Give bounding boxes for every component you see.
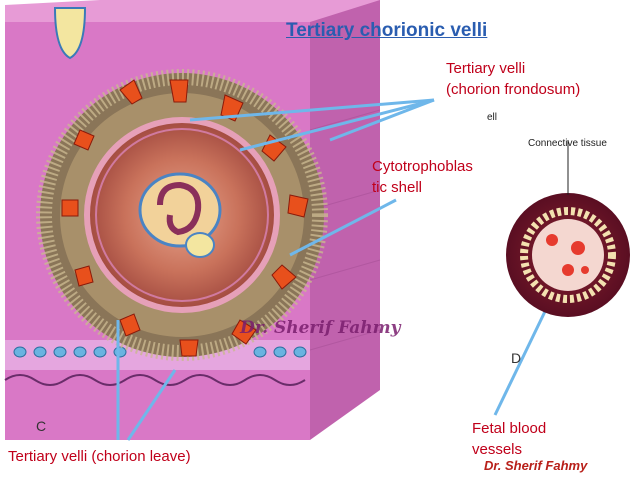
trophoblast-layer xyxy=(520,207,616,303)
villi-tree xyxy=(61,79,309,357)
label-tertiary-velli-laeve: Tertiary velli (chorion leave) xyxy=(8,448,191,465)
label-fetal-blood-vessels: Fetal blood vessels xyxy=(472,420,547,458)
fetal-vessels-inset xyxy=(546,234,589,276)
basement-wave xyxy=(4,374,306,386)
label-tertiary-velli-frondosum: Tertiary velli (chorion frondosum) xyxy=(446,60,581,98)
block-top-face xyxy=(5,0,380,22)
inset-label-connective-tissue: Connective tissue xyxy=(528,138,607,149)
author-credit: Dr. Sherif Fahmy xyxy=(484,458,588,473)
page-title: Tertiary chorionic velli xyxy=(286,20,488,41)
label-cytotrophoblastic-shell: Cytotrophoblas tic shell xyxy=(372,158,473,196)
yolk-sac xyxy=(185,232,215,258)
figure-letter-c: C xyxy=(36,418,47,434)
watermark-signature: Dr. Sherif Fahmy xyxy=(240,318,401,338)
embryo xyxy=(157,181,202,236)
connective-core xyxy=(532,219,604,291)
figure-letter-d: D xyxy=(511,350,522,366)
chorionic-plate xyxy=(95,128,269,302)
yolk-stalk xyxy=(53,7,87,60)
inset-label-fragment: ell xyxy=(487,112,498,123)
epithelium-cells xyxy=(13,346,307,358)
